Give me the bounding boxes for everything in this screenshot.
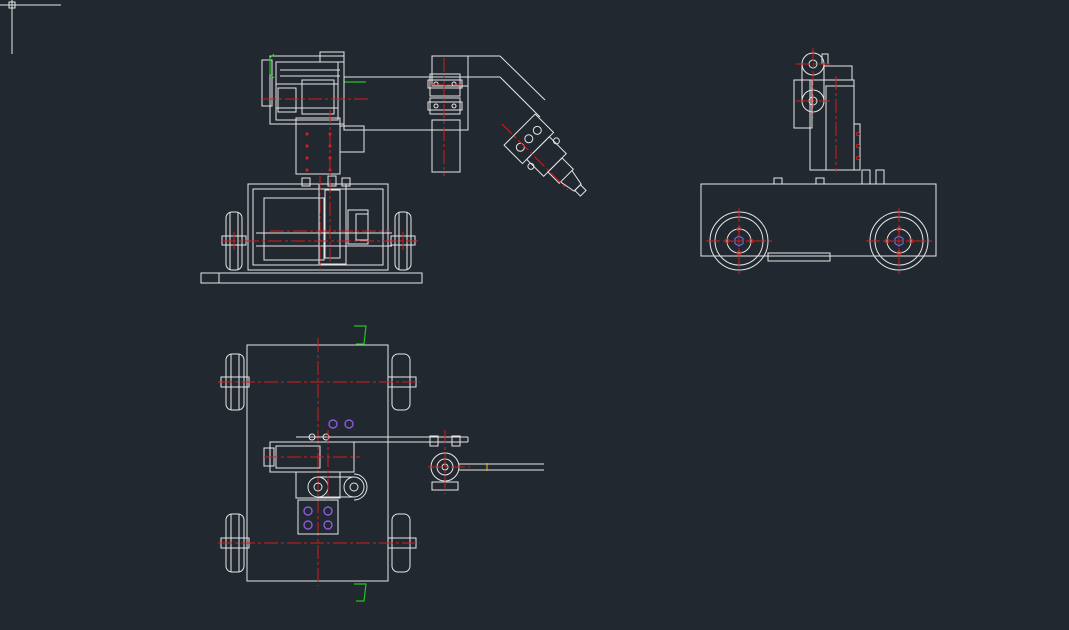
side-view bbox=[700, 48, 937, 274]
top-view bbox=[218, 325, 544, 602]
side-right-wheel bbox=[866, 208, 932, 274]
ucs-crosshair-icon bbox=[0, 0, 61, 54]
side-left-wheel bbox=[706, 208, 772, 274]
front-view bbox=[200, 51, 587, 284]
